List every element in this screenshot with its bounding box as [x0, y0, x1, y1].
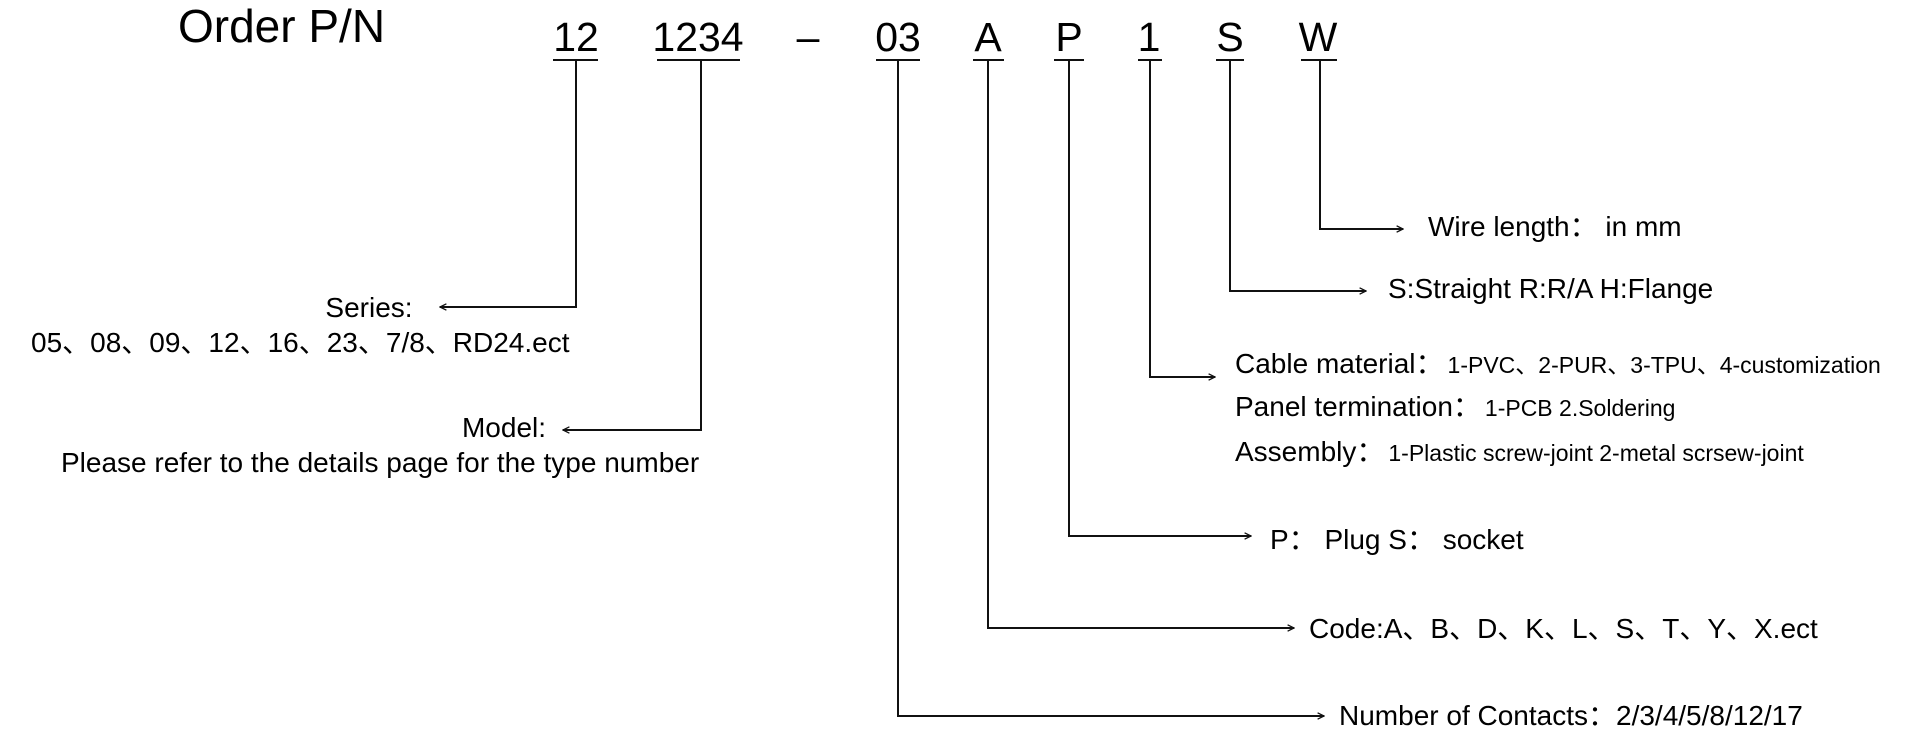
connector-coding — [987, 60, 1294, 628]
cable-material-label: Cable material：1-PVC、2-PUR、3-TPU、4-custo… — [1235, 348, 1881, 379]
code-series: 12 — [553, 14, 599, 60]
contacts-values: ：2/3/4/5/8/12/17 — [1588, 700, 1803, 731]
code-gender: P — [1055, 14, 1082, 60]
assembly-label: Assembly：1-Plastic screw-joint 2-metal s… — [1235, 436, 1804, 467]
gender-label: P： Plug S： socket — [1270, 524, 1524, 555]
panel-termination-heading: Panel termination： — [1235, 391, 1481, 422]
diagram-title: Order P/N — [178, 0, 385, 52]
connector-wire — [1319, 60, 1403, 229]
code-model: 1234 — [652, 14, 743, 60]
connector-direction — [1229, 60, 1366, 291]
connector-model — [563, 60, 702, 430]
panel-termination-values: 1-PCB 2.Soldering — [1485, 395, 1676, 421]
cable-material-heading: Cable material： — [1235, 348, 1444, 379]
assembly-values: 1-Plastic screw-joint 2-metal scrsew-joi… — [1388, 440, 1804, 466]
wire-length-label: Wire length： in mm — [1428, 211, 1682, 242]
connector-series — [440, 60, 577, 307]
assembly-heading: Assembly： — [1235, 436, 1384, 467]
contacts-heading: Number of Contacts — [1339, 700, 1588, 731]
connector-gender — [1068, 60, 1251, 536]
coding-label: Code:A、B、D、K、L、S、T、Y、X.ect — [1309, 613, 1818, 644]
model-title: Model: — [462, 412, 546, 443]
contacts-label: Number of Contacts：2/3/4/5/8/12/17 — [1339, 700, 1803, 731]
series-values: 05、08、09、12、16、23、7/8、RD24.ect — [31, 327, 570, 358]
code-contacts: 03 — [875, 14, 921, 60]
panel-termination-label: Panel termination：1-PCB 2.Soldering — [1235, 391, 1675, 422]
direction-label: S:Straight R:R/A H:Flange — [1388, 273, 1713, 304]
code-material: 1 — [1138, 14, 1161, 60]
code-coding: A — [974, 14, 1002, 60]
code-wire: W — [1299, 14, 1338, 60]
model-description: Please refer to the details page for the… — [61, 447, 699, 478]
code-direction: S — [1216, 14, 1243, 60]
cable-material-values: 1-PVC、2-PUR、3-TPU、4-customization — [1448, 352, 1881, 378]
connector-contacts — [897, 60, 1324, 716]
connector-material — [1149, 60, 1215, 377]
series-title: Series: — [325, 292, 412, 323]
code-dash: – — [797, 14, 820, 60]
